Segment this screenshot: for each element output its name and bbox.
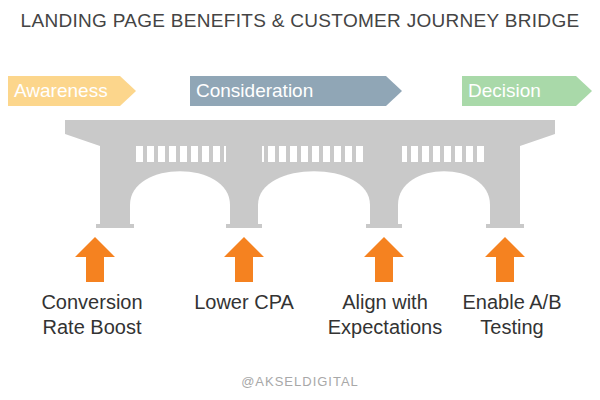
bridge: [65, 120, 555, 228]
benefit-label: Conversion Rate Boost: [29, 290, 155, 340]
stage-label: Awareness: [8, 76, 136, 106]
arrow-fill: [190, 76, 402, 106]
stage-label: Consideration: [190, 76, 402, 106]
stage-label: Decision: [462, 76, 592, 106]
benefit-label: Align with Expectations: [319, 290, 451, 340]
stage-arrow: Consideration: [190, 76, 402, 106]
arrow-fill: [462, 76, 592, 106]
stage-arrow: Decision: [462, 76, 592, 106]
watermark: @AKSELDIGITAL: [150, 374, 450, 390]
stage-arrow: Awareness: [8, 76, 136, 106]
benefit-label: Lower CPA: [184, 290, 304, 315]
up-arrows: [75, 237, 525, 282]
arrow-fill: [8, 76, 136, 106]
benefit-label: Enable A/B Testing: [452, 290, 572, 340]
title: LANDING PAGE BENEFITS & CUSTOMER JOURNEY…: [0, 10, 600, 32]
